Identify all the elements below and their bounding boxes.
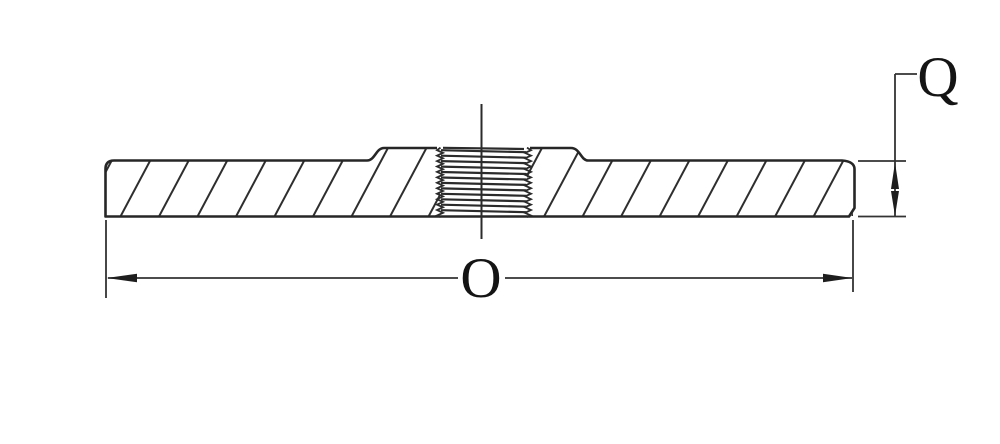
arrowhead-up-icon — [891, 162, 899, 189]
thread-left-zigzag — [434, 146, 446, 218]
thickness-label: Q — [917, 46, 958, 109]
part-outline — [104, 146, 856, 218]
dimension-thickness — [858, 73, 917, 218]
arrowhead-down-icon — [891, 191, 899, 216]
overall-width-label: O — [460, 247, 501, 310]
section-hatching-right-icon — [527, 148, 853, 216]
arrowhead-right-icon — [823, 273, 853, 283]
arrowhead-left-icon — [106, 273, 137, 283]
section-hatching-left-icon — [105, 148, 440, 216]
dimension-overall-width — [105, 220, 854, 298]
thread-crest-lines — [440, 146, 527, 214]
internal-thread-section-icon — [434, 146, 534, 218]
thread-right-zigzag — [522, 146, 534, 218]
